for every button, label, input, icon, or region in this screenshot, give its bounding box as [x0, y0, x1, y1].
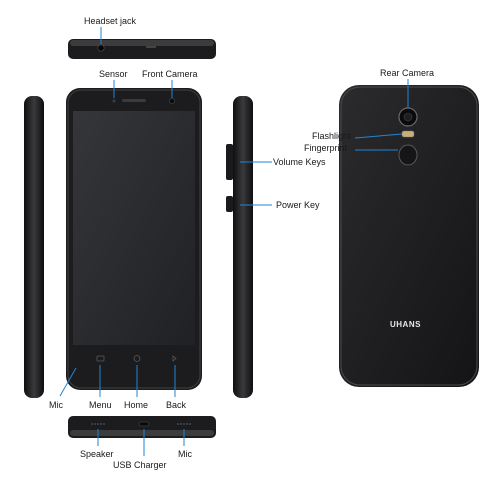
label-mic-bottom: Mic: [178, 449, 192, 459]
flashlight-led: [401, 130, 415, 138]
label-power-key: Power Key: [276, 200, 320, 210]
label-speaker: Speaker: [80, 449, 114, 459]
label-home: Home: [124, 400, 149, 410]
phone-front: [66, 88, 202, 390]
earpiece: [122, 99, 146, 102]
phone-right-side: [226, 96, 253, 398]
phone-back: [339, 85, 479, 387]
speaker-grille: [91, 423, 105, 425]
label-sensor: Sensor: [99, 69, 128, 79]
usb-port: [138, 421, 150, 427]
label-menu: Menu: [89, 400, 112, 410]
phone-left-side: [24, 96, 44, 398]
phone-top-edge: [68, 39, 216, 59]
mic-holes: [177, 423, 191, 425]
label-flashlight: Flashlight: [312, 131, 351, 141]
label-volume-keys: Volume Keys: [273, 157, 326, 167]
volume-keys: [226, 144, 233, 180]
label-usb-charger: USB Charger: [113, 460, 167, 470]
brand-logo-text: UHANS: [390, 320, 421, 329]
headset-jack-hole: [97, 44, 105, 52]
label-mic-left: Mic: [49, 400, 63, 410]
label-back: Back: [166, 400, 187, 410]
front-screen: [73, 111, 195, 345]
power-key: [226, 196, 233, 212]
leader-lines: [59, 27, 409, 456]
menu-key: [96, 355, 105, 362]
label-front-camera: Front Camera: [142, 69, 198, 79]
back-key: [172, 355, 177, 362]
sensor-dot: [112, 99, 116, 103]
label-fingerprint: Fingerprint: [304, 143, 348, 153]
home-key: [133, 355, 141, 362]
label-headset-jack: Headset jack: [84, 16, 137, 26]
front-camera-lens: [169, 98, 175, 104]
label-rear-camera: Rear Camera: [380, 68, 435, 78]
phone-bottom-edge: [68, 416, 216, 438]
fingerprint-sensor: [398, 144, 418, 166]
